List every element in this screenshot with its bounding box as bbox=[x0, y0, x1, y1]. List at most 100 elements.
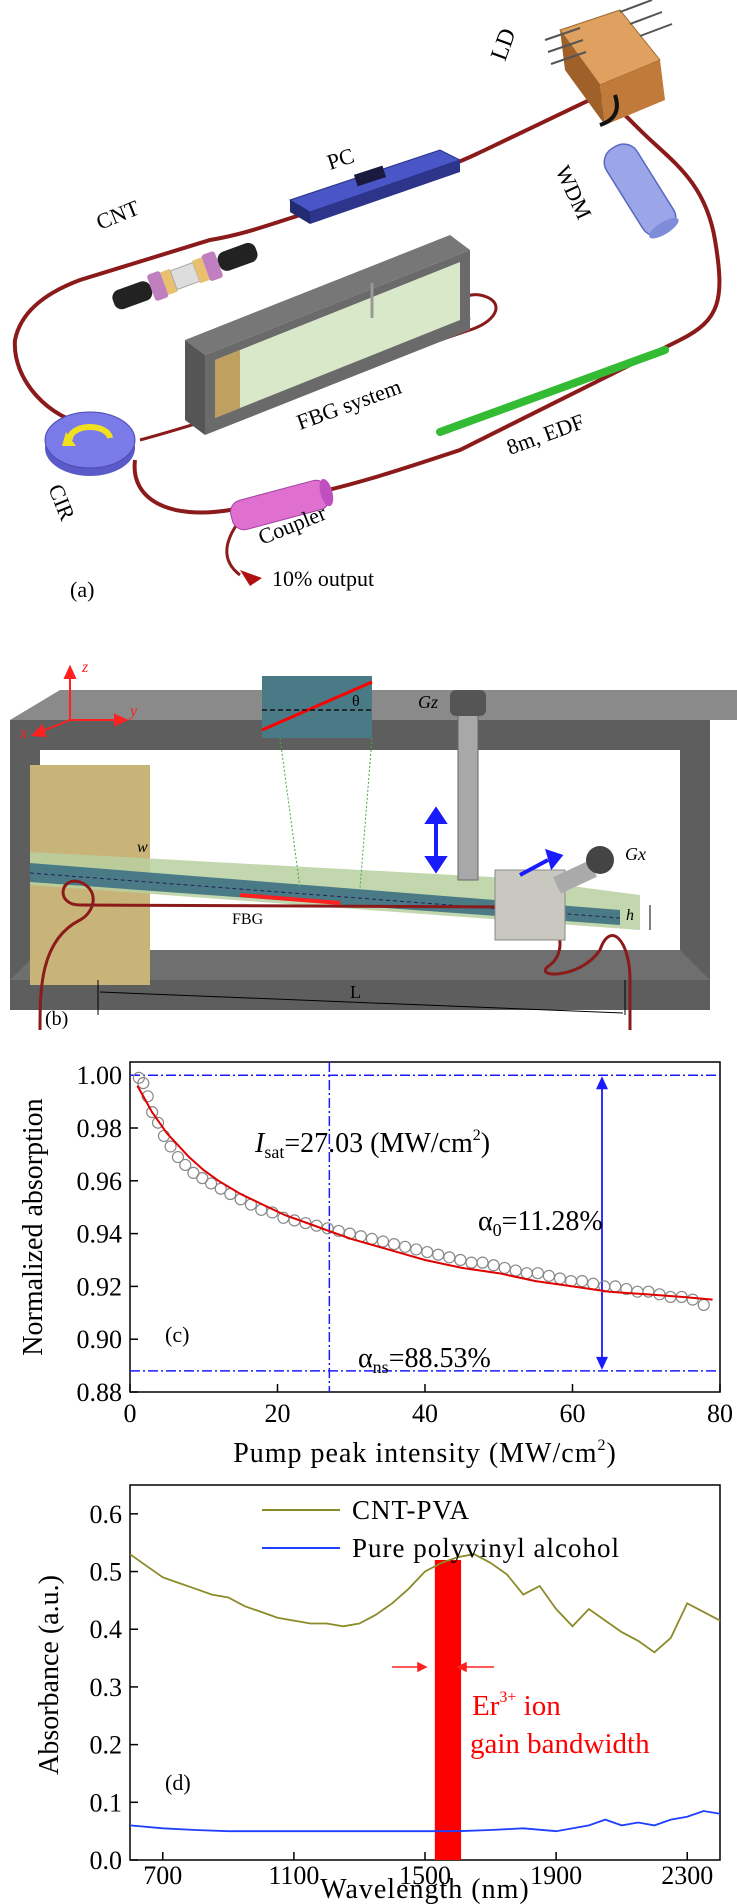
panel-a-tag: (a) bbox=[70, 577, 94, 602]
y-tick-label: 0.0 bbox=[90, 1846, 123, 1875]
wdm-module bbox=[603, 143, 679, 239]
chart-d-series-cnt-pva bbox=[129, 1553, 721, 1654]
gx-screw bbox=[553, 860, 597, 894]
panel-a-laser-setup: LD WDM PC CNT FBG system 8m, EDF CIR Cou… bbox=[0, 0, 737, 610]
y-tick-label: 0.6 bbox=[90, 1500, 123, 1529]
panel-d-tag: (d) bbox=[165, 1770, 191, 1795]
ld-module bbox=[544, 0, 673, 127]
axis-z-label: z bbox=[81, 659, 89, 676]
chart-c-ylabel: Normalized absorption bbox=[18, 1098, 49, 1355]
cnt-label: CNT bbox=[93, 195, 144, 235]
gx-label: Gx bbox=[625, 844, 646, 864]
panel-c-tag: (c) bbox=[165, 1322, 189, 1347]
gz-screw bbox=[457, 699, 479, 881]
data-point bbox=[187, 1166, 200, 1179]
axis-x-label: x bbox=[19, 725, 27, 742]
data-point bbox=[697, 1298, 710, 1311]
data-point bbox=[421, 1245, 434, 1259]
fbg-label: FBG bbox=[232, 911, 264, 928]
coupler-module bbox=[230, 478, 334, 531]
arrow-head-bottom bbox=[596, 1356, 608, 1370]
data-point bbox=[164, 1140, 177, 1153]
fbg-box bbox=[185, 235, 470, 435]
er-annotation: Er3+ ion bbox=[472, 1689, 561, 1722]
x-tick-label: 1100 bbox=[268, 1861, 319, 1890]
pc-label: PC bbox=[324, 143, 357, 175]
x-tick-label: 1500 bbox=[399, 1861, 451, 1890]
data-point bbox=[157, 1129, 171, 1143]
setup-diagram: LD WDM PC CNT FBG system 8m, EDF CIR Cou… bbox=[12, 0, 722, 602]
data-point bbox=[205, 1177, 218, 1190]
pc-module bbox=[288, 149, 462, 224]
y-tick-label: 1.00 bbox=[77, 1061, 123, 1090]
y-tick-label: 0.98 bbox=[77, 1114, 123, 1143]
chart-d-xlabel: Wavelength (nm) bbox=[320, 1874, 529, 1904]
edf-label: 8m, EDF bbox=[503, 409, 587, 460]
data-point bbox=[310, 1219, 323, 1232]
x-tick-label: 60 bbox=[560, 1399, 586, 1428]
x-tick-label: 2300 bbox=[661, 1861, 713, 1890]
data-point bbox=[620, 1282, 633, 1296]
edf-fiber bbox=[436, 346, 669, 436]
data-point bbox=[509, 1264, 522, 1277]
data-point bbox=[487, 1259, 500, 1272]
x-tick-label: 40 bbox=[412, 1399, 438, 1428]
gain-annotation: gain bandwidth bbox=[470, 1728, 650, 1760]
data-point bbox=[476, 1256, 489, 1269]
y-tick-label: 0.90 bbox=[77, 1325, 123, 1354]
alphans-annotation: αns=88.53% bbox=[358, 1343, 491, 1377]
data-point bbox=[542, 1269, 556, 1282]
isat-annotation: Isat=27.03 (MW/cm2) bbox=[254, 1127, 490, 1162]
x-tick-label: 1900 bbox=[530, 1861, 582, 1890]
data-point bbox=[387, 1238, 401, 1251]
data-point bbox=[410, 1243, 423, 1256]
y-tick-label: 0.5 bbox=[90, 1558, 123, 1587]
ld-label: LD bbox=[486, 25, 521, 64]
axis-y-label: y bbox=[128, 703, 138, 720]
data-point bbox=[179, 1158, 192, 1172]
data-point bbox=[498, 1261, 511, 1275]
y-tick-label: 0.92 bbox=[77, 1272, 123, 1301]
h-label: h bbox=[626, 907, 634, 924]
chart-d-series-pure-pva bbox=[129, 1810, 721, 1833]
panel-b-tag: (b) bbox=[45, 1008, 68, 1030]
wdm-label: WDM bbox=[550, 162, 596, 224]
data-point bbox=[196, 1172, 209, 1185]
y-tick-label: 0.96 bbox=[77, 1167, 123, 1196]
theta-label: θ bbox=[352, 693, 360, 710]
cir-module bbox=[44, 411, 136, 476]
output-label: 10% output bbox=[272, 566, 374, 591]
cir-label: CIR bbox=[43, 481, 80, 525]
er-gain-band bbox=[434, 1560, 462, 1860]
data-point bbox=[609, 1280, 622, 1293]
y-tick-label: 0.2 bbox=[90, 1731, 123, 1760]
data-point bbox=[432, 1248, 445, 1261]
data-point bbox=[146, 1106, 159, 1119]
slider-block bbox=[494, 869, 566, 941]
output-tip bbox=[240, 570, 262, 586]
data-point bbox=[465, 1256, 478, 1269]
data-point bbox=[631, 1285, 644, 1298]
data-point bbox=[520, 1267, 533, 1280]
chart-c-measured-points bbox=[132, 1071, 710, 1311]
chart-d-ylabel: Absorbance (a.u.) bbox=[34, 1575, 65, 1775]
chart-c-reference-lines bbox=[130, 1062, 720, 1392]
y-tick-label: 0.4 bbox=[90, 1615, 123, 1644]
data-point bbox=[443, 1251, 456, 1264]
x-tick-label: 80 bbox=[707, 1399, 733, 1428]
chart-c-fit-line bbox=[136, 1085, 713, 1301]
data-point bbox=[398, 1240, 412, 1253]
data-point bbox=[553, 1272, 567, 1285]
data-point bbox=[277, 1211, 290, 1224]
data-point bbox=[575, 1275, 589, 1288]
data-point bbox=[587, 1277, 600, 1290]
panel-b-fbg-system: z x y θ Gz Gx w FBG h L (b) bbox=[0, 620, 737, 1040]
data-point bbox=[531, 1267, 544, 1280]
y-tick-label: 0.94 bbox=[77, 1220, 123, 1249]
gz-label: Gz bbox=[418, 692, 438, 712]
legend-cnt-pva: CNT-PVA bbox=[352, 1495, 470, 1525]
